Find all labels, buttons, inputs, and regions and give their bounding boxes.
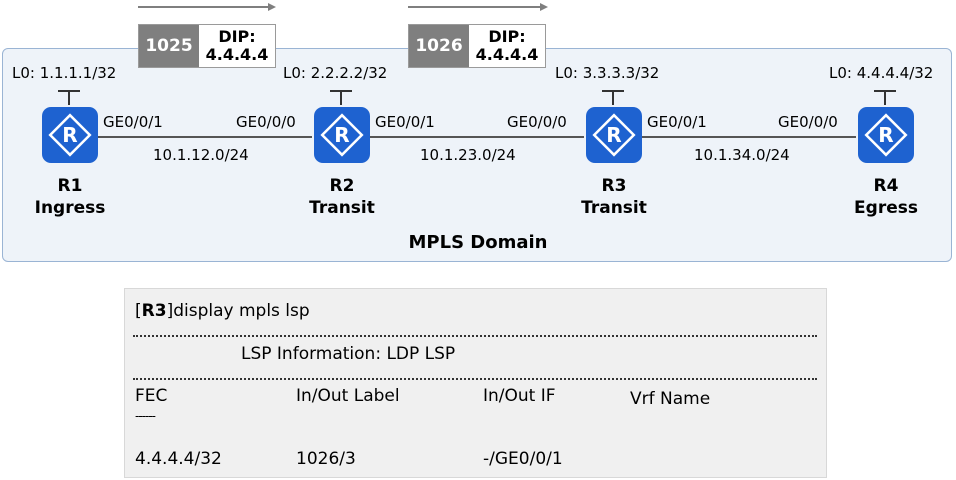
cli-output-panel: [R3]display mpls lsp LSP Information: LD… <box>124 288 827 478</box>
loopback-line-r3 <box>612 91 614 105</box>
mpls-label-1026: 1026 <box>409 25 469 67</box>
loopback-line-r1 <box>68 91 70 105</box>
dip-title: DIP: <box>218 27 256 46</box>
subnet-label-12: 10.1.12.0/24 <box>153 146 249 164</box>
dip-value: 4.4.4.4 <box>475 45 539 64</box>
loopback-label-r4: L0: 4.4.4.4/32 <box>829 64 934 82</box>
mpls-domain-label: MPLS Domain <box>408 232 548 253</box>
router-role: Transit <box>309 198 375 218</box>
router-name-r3: R3 Transit <box>564 175 664 219</box>
row-fec: 4.4.4.4/32 <box>135 449 222 469</box>
router-role: Transit <box>581 198 647 218</box>
router-id: R1 <box>57 176 83 196</box>
label-stack-1: 1025 DIP: 4.4.4.4 <box>138 24 276 68</box>
cli-command-line: [R3]display mpls lsp <box>135 301 310 321</box>
loopback-line-r2 <box>340 91 342 105</box>
direction-arrow-1 <box>138 3 276 11</box>
header-in-out-if: In/Out IF <box>483 386 556 406</box>
router-icon: R <box>586 107 642 163</box>
interface-label-r2-out: GE0/0/1 <box>375 113 435 131</box>
svg-text:R: R <box>334 123 349 147</box>
subnet-label-34: 10.1.34.0/24 <box>694 146 790 164</box>
svg-text:R: R <box>62 123 77 147</box>
router-name-r1: R1 Ingress <box>20 175 120 219</box>
header-vrf-name: Vrf Name <box>630 389 711 409</box>
prompt-bracket-close: ] <box>166 301 174 321</box>
link-r1-r2 <box>98 136 312 138</box>
row-in-out-label: 1026/3 <box>296 449 356 469</box>
dotted-separator-bottom <box>133 378 817 380</box>
interface-label-r2-in: GE0/0/0 <box>236 113 296 131</box>
dip-box-1: DIP: 4.4.4.4 <box>199 25 275 67</box>
link-r2-r3 <box>370 136 584 138</box>
link-r3-r4 <box>642 136 856 138</box>
subnet-label-23: 10.1.23.0/24 <box>420 146 516 164</box>
loopback-label-r3: L0: 3.3.3.3/32 <box>555 64 660 82</box>
header-separator: ------ <box>135 409 156 423</box>
router-id: R2 <box>329 176 355 196</box>
router-role: Egress <box>854 198 918 218</box>
router-icon: R <box>42 107 98 163</box>
loopback-label-r1: L0: 1.1.1.1/32 <box>12 64 117 82</box>
svg-text:R: R <box>878 123 893 147</box>
dip-title: DIP: <box>488 27 526 46</box>
interface-label-r3-out: GE0/0/1 <box>647 113 707 131</box>
direction-arrow-2 <box>408 3 548 11</box>
loopback-label-r2: L0: 2.2.2.2/32 <box>283 64 388 82</box>
dotted-separator-top <box>133 335 817 337</box>
dip-value: 4.4.4.4 <box>205 45 269 64</box>
router-id: R4 <box>873 176 899 196</box>
interface-label-r3-in: GE0/0/0 <box>507 113 567 131</box>
prompt-hostname: R3 <box>141 301 167 321</box>
router-name-r2: R2 Transit <box>292 175 392 219</box>
label-stack-2: 1026 DIP: 4.4.4.4 <box>408 24 546 68</box>
dip-box-2: DIP: 4.4.4.4 <box>469 25 545 67</box>
mpls-label-1025: 1025 <box>139 25 199 67</box>
interface-label-r4-in: GE0/0/0 <box>778 113 838 131</box>
lsp-section-title: LSP Information: LDP LSP <box>241 344 456 364</box>
header-fec: FEC <box>135 386 168 406</box>
router-icon: R <box>314 107 370 163</box>
prompt-bracket-open: [ <box>135 301 142 321</box>
mpls-domain-area <box>2 48 952 262</box>
router-name-r4: R4 Egress <box>836 175 936 219</box>
router-role: Ingress <box>34 198 106 218</box>
cli-command: display mpls lsp <box>173 301 310 321</box>
row-in-out-if: -/GE0/0/1 <box>483 449 563 469</box>
interface-label-r1-out: GE0/0/1 <box>103 113 163 131</box>
router-id: R3 <box>601 176 627 196</box>
header-in-out-label: In/Out Label <box>296 386 400 406</box>
router-icon: R <box>858 107 914 163</box>
svg-text:R: R <box>606 123 621 147</box>
loopback-line-r4 <box>884 91 886 105</box>
